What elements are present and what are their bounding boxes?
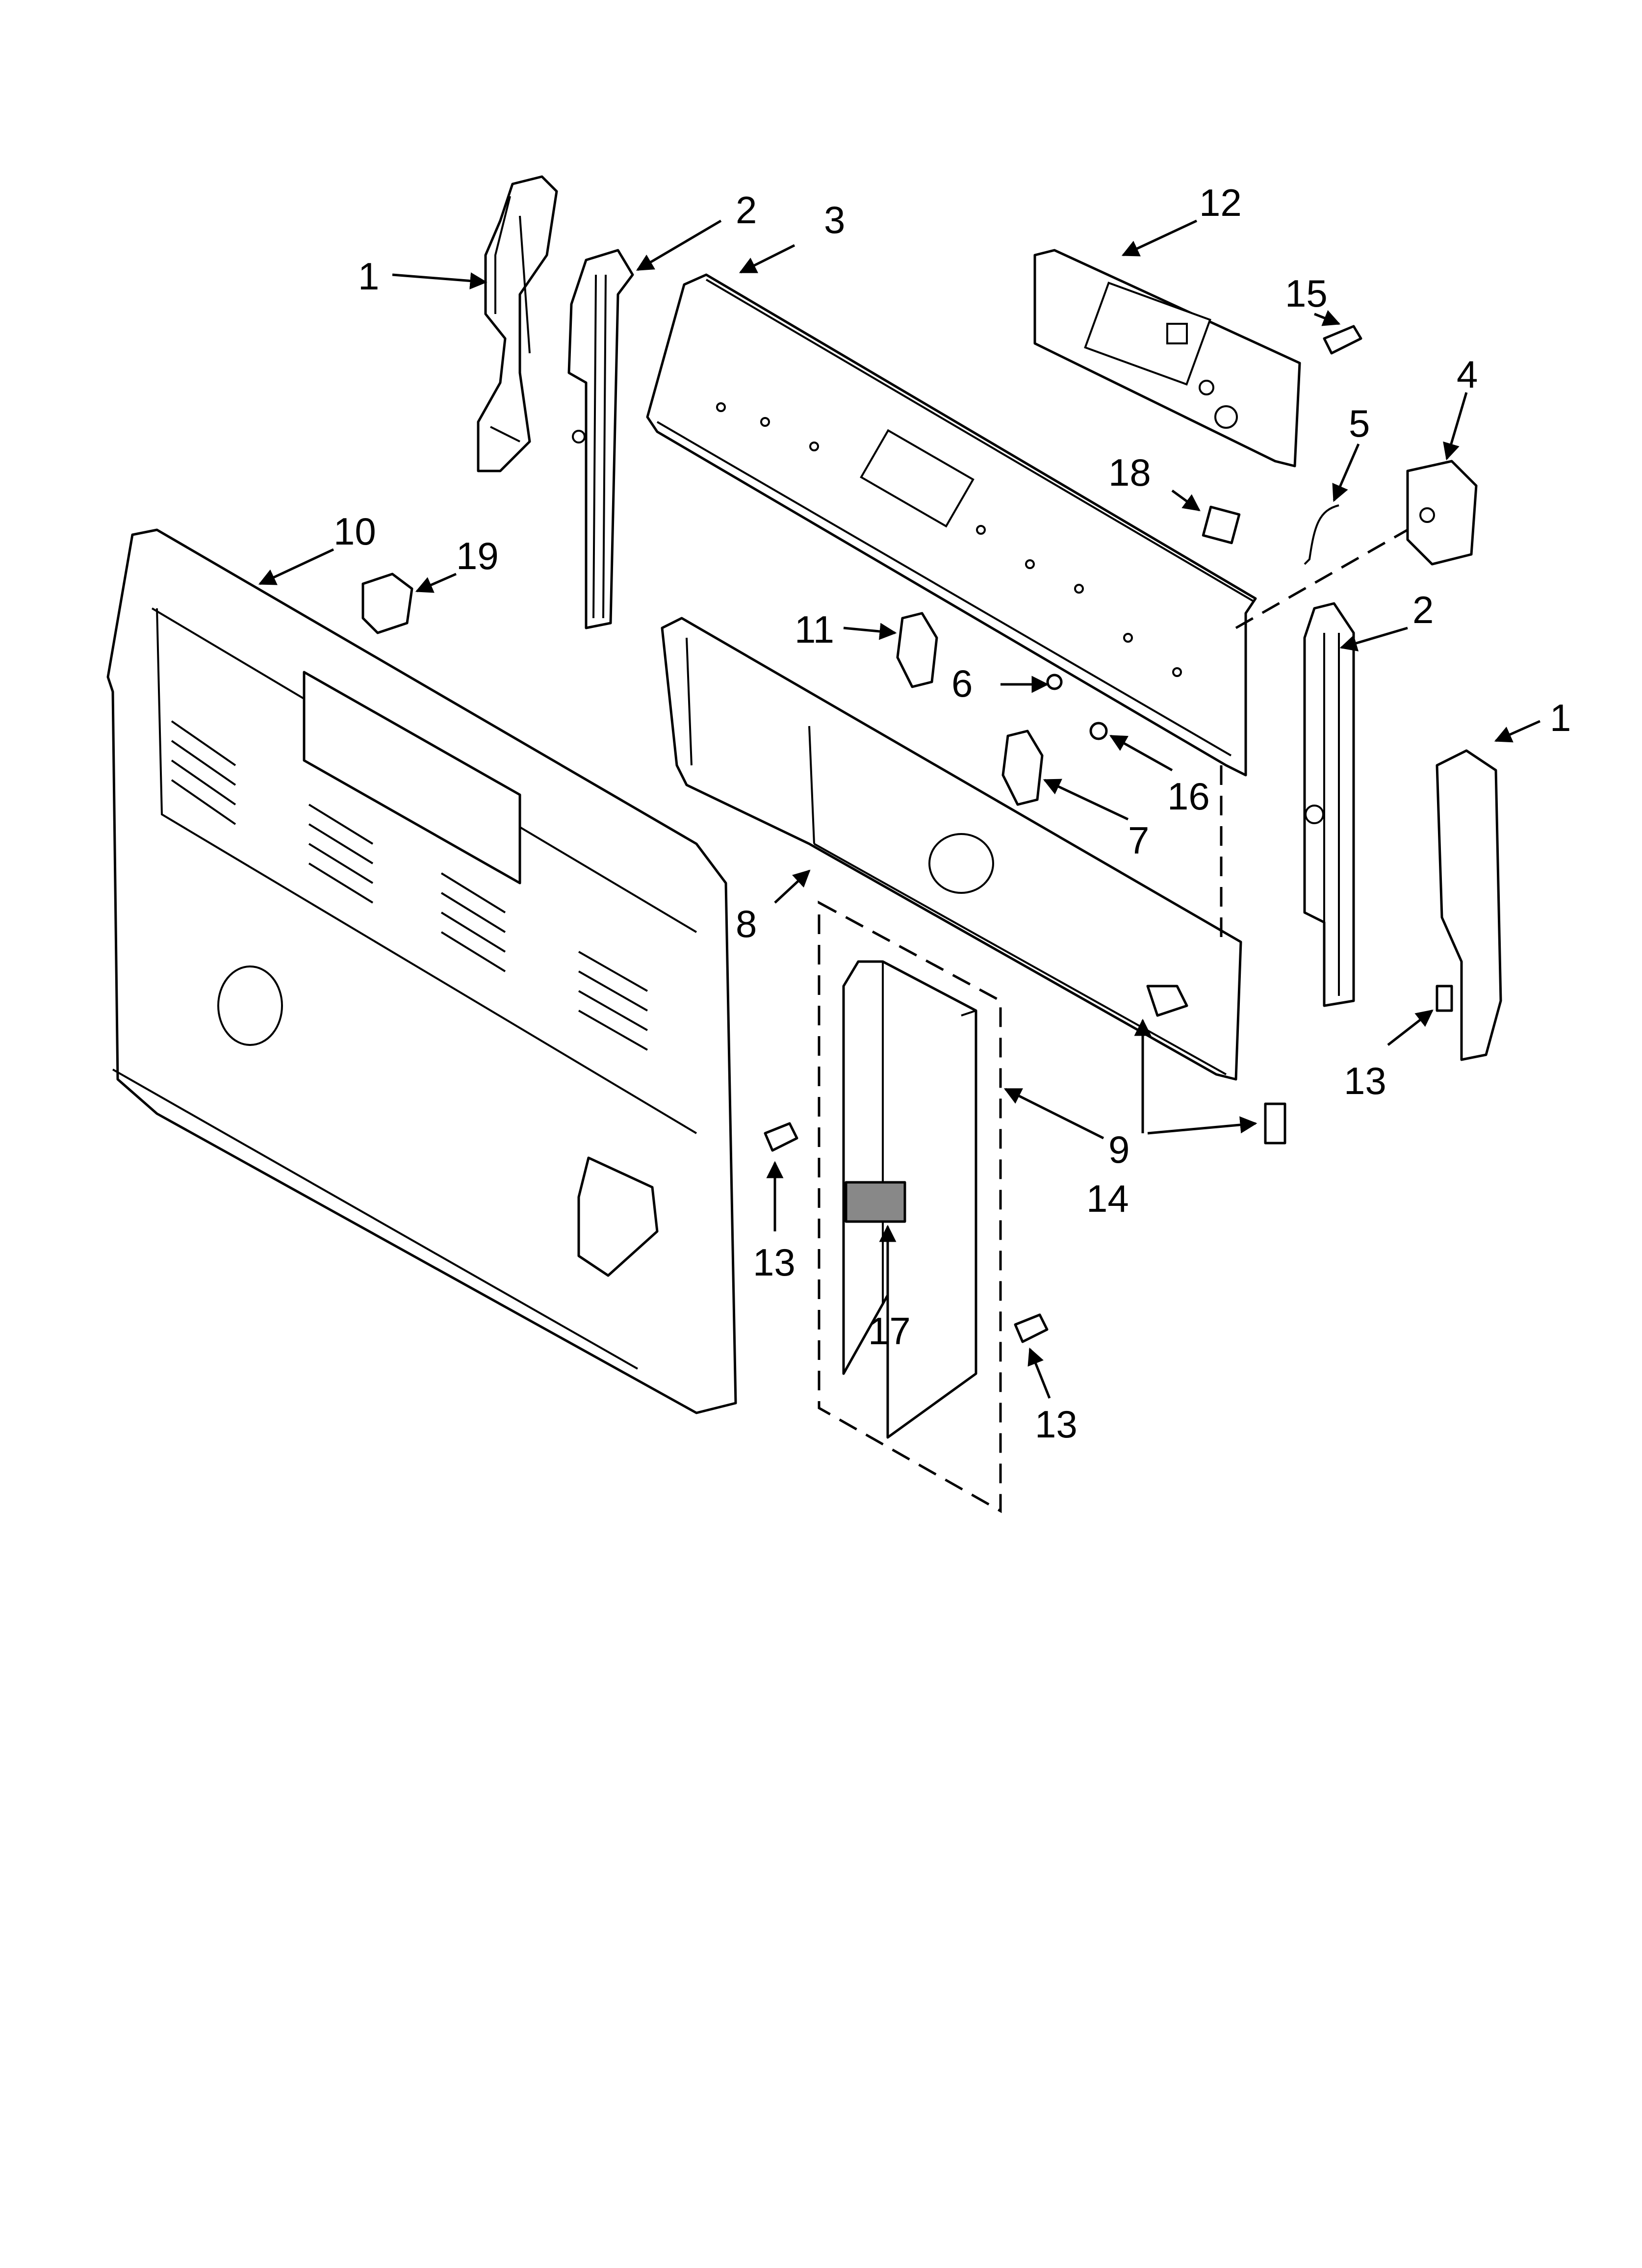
part-manifold-panel	[661, 617, 1242, 1081]
callout-14: 14	[1086, 1177, 1129, 1220]
part-screw-13c	[1436, 985, 1453, 1012]
part-console-panel	[646, 273, 1257, 777]
part-screw-15	[1323, 325, 1362, 355]
part-end-cap-left	[477, 175, 558, 472]
callout-10: 10	[334, 510, 376, 553]
callout-15: 15	[1285, 272, 1328, 315]
callout-18: 18	[1108, 451, 1151, 494]
part-side-bracket-left	[567, 249, 634, 629]
callout-9: 9	[1108, 1128, 1129, 1171]
part-screw-16	[1089, 722, 1108, 740]
callout-16: 16	[1167, 775, 1210, 818]
part-support-bracket	[842, 960, 977, 1439]
part-screw-13a	[764, 1122, 798, 1152]
callout-3: 3	[824, 198, 845, 241]
callout-13-center: 13	[1035, 1403, 1078, 1446]
callout-13-right: 13	[1344, 1059, 1386, 1102]
part-rear-panel	[106, 528, 737, 1414]
callout-13-left: 13	[753, 1241, 795, 1284]
callout-4: 4	[1457, 353, 1478, 396]
part-screw-13b	[1014, 1313, 1049, 1343]
part-side-bracket-right	[1303, 602, 1355, 1007]
callout-7: 7	[1128, 819, 1149, 862]
callout-11: 11	[795, 608, 834, 651]
part-screw-9b	[1264, 1102, 1286, 1145]
callout-6: 6	[951, 662, 973, 705]
callout-labels: 1 2 3 12 15 4 5 18 10 19 11 6 16 7 8 2 1…	[334, 181, 1571, 1446]
part-switch	[1406, 460, 1478, 566]
callout-19: 19	[456, 534, 499, 577]
assembly-line-14	[818, 900, 1002, 1513]
callout-5: 5	[1349, 402, 1370, 445]
part-knob-7	[1001, 730, 1044, 806]
part-wire-harness	[1304, 504, 1339, 565]
part-screw-9a	[1146, 985, 1188, 1017]
callout-1-left: 1	[358, 255, 379, 298]
callout-12: 12	[1199, 181, 1242, 224]
assembly-line-4	[1235, 528, 1409, 629]
part-electronic-control	[1033, 249, 1301, 468]
part-screw-6	[1046, 674, 1063, 690]
callout-2-left: 2	[736, 188, 757, 232]
callout-17: 17	[868, 1309, 911, 1353]
part-rocker-switch	[1202, 505, 1241, 545]
part-clip	[361, 573, 413, 634]
callout-2-right: 2	[1412, 588, 1434, 631]
part-label-17	[845, 1181, 906, 1223]
callout-8: 8	[736, 902, 757, 945]
part-knob-11	[896, 612, 938, 688]
callout-1-right: 1	[1550, 696, 1571, 739]
part-end-cap-right	[1436, 749, 1502, 1061]
leader-lines	[258, 219, 1541, 1399]
